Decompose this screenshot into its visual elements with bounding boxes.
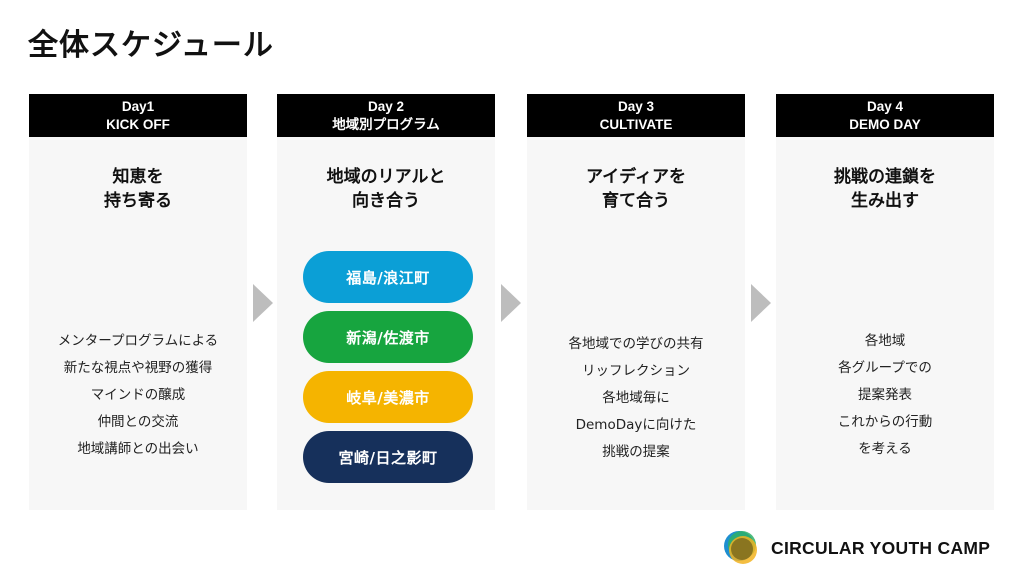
arrow-right-icon bbox=[501, 284, 521, 322]
activity-list: 各地域 各グループでの 提案発表 これからの行動 を考える bbox=[776, 328, 994, 463]
day-theme: 地域別プログラム bbox=[332, 116, 440, 132]
region-list: 福島/浪江町 新潟/佐渡市 岐阜/美濃市 宮崎/日之影町 bbox=[303, 251, 473, 491]
column-heading: 挑戦の連鎖を 生み出す bbox=[834, 167, 936, 211]
schedule-column-day1: Day1 KICK OFF 知恵を 持ち寄る メンタープログラムによる 新たな視… bbox=[29, 94, 247, 510]
list-item: 挑戦の提案 bbox=[602, 444, 670, 460]
list-item: 地域講師との出会い bbox=[77, 441, 199, 457]
region-pill-miyazaki: 宮崎/日之影町 bbox=[303, 431, 473, 483]
day-theme: DEMO DAY bbox=[849, 116, 921, 132]
column-heading: 知恵を 持ち寄る bbox=[104, 167, 172, 211]
column-heading: アイディアを 育て合う bbox=[586, 167, 686, 211]
day-label: Day 3 bbox=[617, 98, 655, 114]
schedule-column-day2: Day 2 地域別プログラム 地域のリアルと 向き合う 福島/浪江町 新潟/佐渡… bbox=[277, 94, 495, 510]
brand-logo: CIRCULAR YOUTH CAMP bbox=[722, 529, 990, 567]
region-pill-gifu: 岐阜/美濃市 bbox=[303, 371, 473, 423]
day-label: Day 2 bbox=[367, 98, 405, 114]
list-item: マインドの醸成 bbox=[90, 387, 186, 403]
day-label: Day 4 bbox=[866, 98, 904, 114]
brand-name: CIRCULAR YOUTH CAMP bbox=[771, 537, 991, 558]
list-item: 各グループでの bbox=[838, 360, 932, 376]
list-item: 提案発表 bbox=[858, 387, 912, 403]
column-heading: 地域のリアルと 向き合う bbox=[326, 167, 446, 211]
column-header: Day 4 DEMO DAY bbox=[776, 94, 994, 137]
column-header: Day 3 CULTIVATE bbox=[527, 94, 745, 137]
region-pill-niigata: 新潟/佐渡市 bbox=[303, 311, 473, 363]
schedule-column-day3: Day 3 CULTIVATE アイディアを 育て合う 各地域での学びの共有 リ… bbox=[527, 94, 745, 510]
activity-list: 各地域での学びの共有 リッフレクション 各地域毎に DemoDayに向けた 挑戦… bbox=[527, 331, 745, 466]
arrow-right-icon bbox=[751, 284, 771, 322]
day-theme: CULTIVATE bbox=[599, 116, 673, 132]
region-pill-fukushima: 福島/浪江町 bbox=[303, 251, 473, 303]
day-label: Day1 bbox=[121, 98, 155, 114]
column-body: 知恵を 持ち寄る メンタープログラムによる 新たな視点や視野の獲得 マインドの醸… bbox=[29, 137, 247, 510]
list-item: これからの行動 bbox=[837, 414, 933, 430]
list-item: DemoDayに向けた bbox=[575, 417, 697, 433]
list-item: を考える bbox=[858, 441, 912, 457]
column-header: Day 2 地域別プログラム bbox=[277, 94, 495, 137]
arrow-right-icon bbox=[253, 284, 273, 322]
list-item: リッフレクション bbox=[582, 363, 690, 379]
list-item: メンタープログラムによる bbox=[57, 333, 219, 349]
column-body: アイディアを 育て合う 各地域での学びの共有 リッフレクション 各地域毎に De… bbox=[527, 137, 745, 510]
day-theme: KICK OFF bbox=[106, 116, 170, 132]
list-item: 各地域毎に bbox=[602, 390, 670, 406]
activity-list: メンタープログラムによる 新たな視点や視野の獲得 マインドの醸成 仲間との交流 … bbox=[29, 328, 247, 463]
column-body: 挑戦の連鎖を 生み出す 各地域 各グループでの 提案発表 これからの行動 を考え… bbox=[776, 137, 994, 510]
list-item: 新たな視点や視野の獲得 bbox=[63, 360, 213, 376]
list-item: 各地域 bbox=[864, 333, 906, 349]
circular-logo-icon bbox=[724, 531, 757, 564]
page-title: 全体スケジュール bbox=[28, 28, 274, 63]
list-item: 各地域での学びの共有 bbox=[568, 336, 704, 352]
list-item: 仲間との交流 bbox=[97, 414, 179, 430]
schedule-column-day4: Day 4 DEMO DAY 挑戦の連鎖を 生み出す 各地域 各グループでの 提… bbox=[776, 94, 994, 510]
column-body: 地域のリアルと 向き合う 福島/浪江町 新潟/佐渡市 岐阜/美濃市 宮崎/日之影… bbox=[277, 137, 495, 510]
column-header: Day1 KICK OFF bbox=[29, 94, 247, 137]
